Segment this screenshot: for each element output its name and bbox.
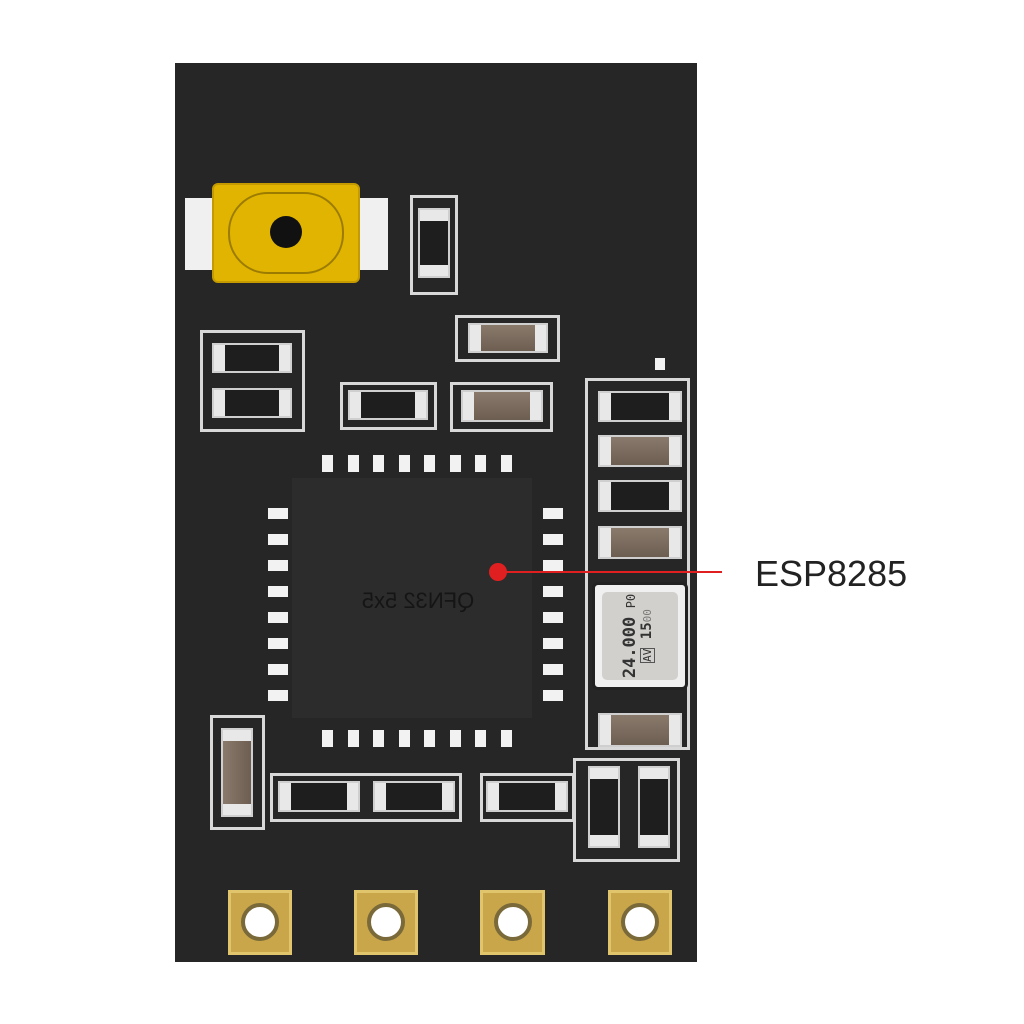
qfn-pin-pad: [268, 534, 288, 545]
qfn-pin-pad: [500, 730, 512, 747]
component-outline: [340, 382, 437, 430]
component-outline: [450, 382, 553, 432]
pad-hole: [241, 903, 279, 941]
button-center-dot: [270, 216, 302, 248]
pad-hole: [367, 903, 405, 941]
component-outline: [573, 758, 680, 862]
qfn-pin-pad: [398, 730, 410, 747]
chip-marking: QFN32 5x5: [361, 588, 475, 613]
callout-line: [500, 571, 722, 573]
qfn-pin-pad: [543, 612, 563, 623]
qfn-pin-pad: [268, 638, 288, 649]
qfn-pin-pad: [543, 664, 563, 675]
crystal-frequency: 24.000: [620, 616, 640, 679]
qfn-pin-pad: [424, 730, 435, 747]
resistor: [212, 343, 292, 373]
crystal-line2: 15: [639, 622, 655, 640]
qfn-pin-pad: [543, 560, 563, 571]
resistor: [212, 388, 292, 418]
capacitor: [598, 526, 682, 559]
qfn-pin-pad: [543, 534, 563, 545]
qfn-pin-pad: [475, 455, 486, 472]
component-outline: [455, 315, 560, 362]
qfn-pin-pad: [268, 664, 288, 675]
qfn-pin-pad: [322, 455, 333, 472]
qfn-pin-pad: [268, 612, 288, 623]
capacitor: [221, 728, 253, 817]
resistor: [638, 766, 670, 848]
resistor: [588, 766, 620, 848]
crystal-code-top: P0: [624, 593, 638, 609]
qfn-pin-pad: [543, 586, 563, 597]
resistor: [486, 781, 568, 812]
resistor: [598, 391, 682, 422]
crystal-code-bottom: 00: [641, 609, 654, 623]
crystal-marking: 24.000 P0 AV 1500: [620, 571, 658, 701]
crystal-logo: AV: [640, 647, 655, 663]
component-outline: [585, 378, 690, 750]
crystal-lid: [602, 592, 678, 680]
component-outline: [410, 195, 458, 295]
callout-dot: [489, 563, 507, 581]
qfn-pin-pad: [449, 730, 461, 747]
qfn-pin-pad: [543, 690, 563, 701]
qfn-pin-pad: [268, 508, 288, 519]
qfn-pin-pad: [543, 508, 563, 519]
button-body: [212, 183, 360, 283]
pad-hole: [621, 903, 659, 941]
capacitor: [598, 713, 682, 747]
resistor: [598, 480, 682, 512]
qfn-pin-pad: [268, 586, 288, 597]
qfn-pin-pad: [347, 455, 359, 472]
pad-hole: [494, 903, 532, 941]
qfn-pin-pad: [268, 560, 288, 571]
component-outline: [210, 715, 265, 830]
qfn-pin-pad: [424, 455, 435, 472]
qfn-pin-pad: [398, 455, 410, 472]
qfn-pin-pad: [322, 730, 333, 747]
component-outline: [270, 773, 462, 822]
resistor: [418, 208, 450, 278]
qfn-pin-pad: [449, 455, 461, 472]
capacitor: [461, 390, 543, 422]
resistor: [278, 781, 360, 812]
qfn-chip: [292, 478, 532, 718]
qfn-pin-pad: [373, 730, 384, 747]
marker-pad: [655, 358, 665, 370]
resistor: [348, 390, 428, 420]
qfn-pin-pad: [475, 730, 486, 747]
gold-pad: [228, 890, 292, 955]
qfn-pin-pad: [543, 638, 563, 649]
component-outline: [200, 330, 305, 432]
capacitor: [598, 435, 682, 467]
qfn-pin-pad: [268, 690, 288, 701]
button-actuator-ring: [228, 192, 344, 274]
qfn-pin-pad: [347, 730, 359, 747]
qfn-pin-pad: [373, 455, 384, 472]
qfn-pin-pad: [500, 455, 512, 472]
resistor: [373, 781, 455, 812]
callout-label: ESP8285: [755, 553, 908, 594]
capacitor: [468, 323, 548, 353]
